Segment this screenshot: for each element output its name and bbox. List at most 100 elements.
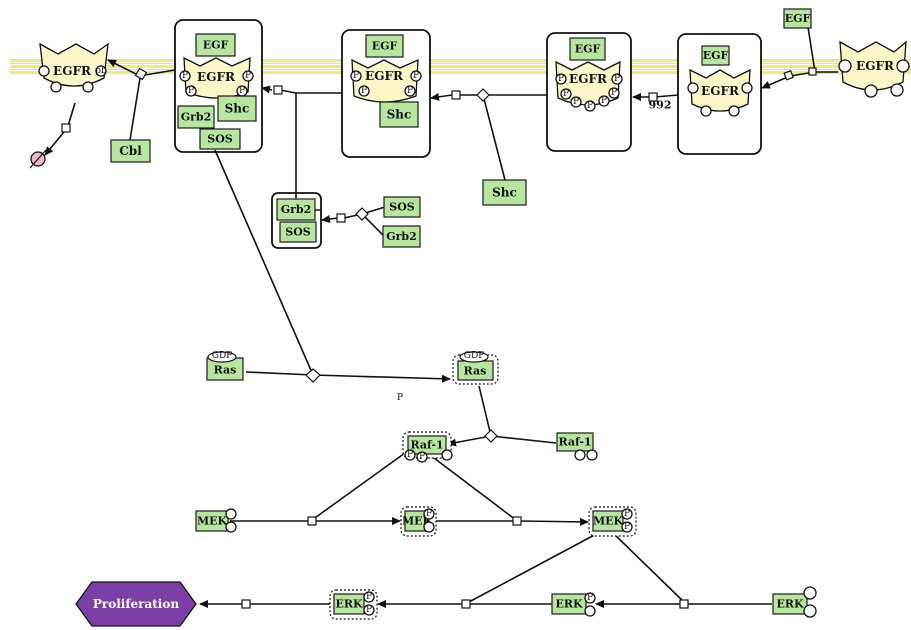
erk-mono[interactable]: ERK P: [551, 592, 596, 617]
site: [838, 59, 852, 73]
site: [741, 82, 753, 94]
process-node[interactable]: [451, 90, 461, 100]
edge-c1-egfr-a: [144, 69, 176, 76]
process-node[interactable]: [273, 85, 283, 95]
proliferation-phenotype[interactable]: Proliferation: [75, 581, 197, 627]
shc-c2-label: Shc: [387, 108, 412, 122]
raf1-inactive[interactable]: Raf-1: [556, 432, 598, 461]
site: [700, 105, 712, 117]
process-node[interactable]: [648, 92, 658, 102]
egf-free[interactable]: [783, 8, 812, 29]
site: [82, 81, 94, 93]
mek-mono[interactable]: MEK P: [400, 506, 437, 537]
grb2-free-label: Grb2: [386, 230, 417, 243]
egfr-left[interactable]: EGFR pb: [38, 42, 109, 93]
egf-c1[interactable]: [195, 33, 236, 57]
edge-c3-c2-b: [430, 92, 453, 101]
process-node[interactable]: [336, 213, 346, 223]
sos-c1-label: SOS: [207, 133, 233, 146]
p-site: P: [361, 86, 367, 96]
egfr-right-label: EGFR: [856, 59, 895, 73]
egf-c2-label: EGF: [372, 40, 398, 53]
process-node[interactable]: [61, 123, 71, 133]
edge-c2-c1-a: [279, 89, 342, 94]
stray-p-label: P: [397, 393, 403, 403]
site: [728, 105, 740, 117]
egf-free-label: EGF: [785, 12, 811, 25]
process-node[interactable]: [241, 599, 251, 609]
ras-inactive-label: Ras: [214, 364, 237, 377]
edge-ras-activation: [245, 371, 451, 383]
p-site: P: [563, 89, 569, 99]
complex2-contents: EGF EGFR P P P P Shc: [350, 34, 422, 128]
p-site: P: [353, 71, 359, 81]
sos-free[interactable]: [383, 196, 421, 218]
p-site: P: [366, 605, 372, 615]
process-node[interactable]: [134, 67, 148, 81]
association-node[interactable]: [305, 368, 321, 383]
raf1-active[interactable]: Raf-1 P P: [402, 431, 453, 463]
shc-free[interactable]: [482, 179, 527, 206]
mek-inactive[interactable]: MEK: [195, 508, 237, 533]
process-node[interactable]: [461, 599, 471, 609]
site: [586, 449, 598, 461]
mek-double[interactable]: MEK P P: [588, 506, 637, 537]
process-node[interactable]: [783, 70, 794, 81]
site: [50, 81, 62, 93]
site-992-label: 992: [649, 99, 672, 112]
shc-c2[interactable]: [379, 101, 419, 128]
process-node[interactable]: [512, 516, 522, 526]
erk-inactive[interactable]: ERK: [772, 586, 817, 618]
site: [803, 604, 817, 618]
sos-gs[interactable]: [279, 221, 317, 243]
grb2-free[interactable]: [382, 225, 421, 248]
grb2-c1[interactable]: [177, 105, 215, 129]
ras-gdp-inactive[interactable]: GDP Ras: [206, 351, 244, 381]
egf-c4[interactable]: [701, 45, 730, 66]
process-node[interactable]: [307, 516, 317, 526]
edge-raf-activation: [447, 435, 557, 447]
edge-deg-b: [44, 131, 65, 156]
mek-inactive-label: MEK: [197, 515, 228, 528]
edge-c1-egfr-b: [107, 59, 139, 76]
grb2-gs[interactable]: [276, 198, 316, 221]
p-site: P: [182, 71, 188, 81]
site: [38, 65, 50, 77]
erk-double[interactable]: ERK P P: [329, 589, 378, 620]
sos-free-label: SOS: [389, 201, 415, 214]
p-site: P: [611, 88, 617, 98]
egf-c3-label: EGF: [575, 43, 601, 56]
site: [574, 449, 586, 461]
p-site: P: [407, 450, 413, 460]
shc-c1[interactable]: [217, 95, 257, 122]
egf-c3[interactable]: [569, 37, 606, 61]
process-node[interactable]: [679, 599, 689, 609]
p-site: P: [601, 96, 607, 106]
site: [225, 521, 237, 533]
egfr-c2-label: EGFR: [365, 69, 404, 83]
erk-double-label: ERK: [335, 598, 363, 611]
site: [864, 84, 878, 98]
egfr-right[interactable]: EGFR: [838, 40, 910, 98]
p-site: P: [614, 74, 620, 84]
edge-cbl-in: [129, 77, 141, 141]
association-node[interactable]: [476, 88, 490, 102]
p-site: P: [624, 522, 630, 532]
association-node[interactable]: [355, 207, 369, 221]
p-site: P: [245, 71, 251, 81]
sos-c1[interactable]: [199, 128, 241, 150]
ras-active-label: Ras: [464, 365, 487, 378]
edge-c2-c1-b: [261, 85, 273, 94]
ras-active[interactable]: GDP Ras: [452, 351, 499, 385]
edge-mek-erk1: [468, 531, 601, 603]
egf-c2[interactable]: [365, 34, 404, 58]
p-site: P: [587, 101, 593, 111]
cbl-node[interactable]: [110, 139, 151, 163]
p-site: P: [419, 452, 425, 462]
p-site: P: [239, 86, 245, 96]
process-node[interactable]: [808, 67, 817, 76]
site: [687, 82, 699, 94]
edge-ras-raf: [478, 385, 492, 437]
association-node[interactable]: [484, 429, 498, 443]
